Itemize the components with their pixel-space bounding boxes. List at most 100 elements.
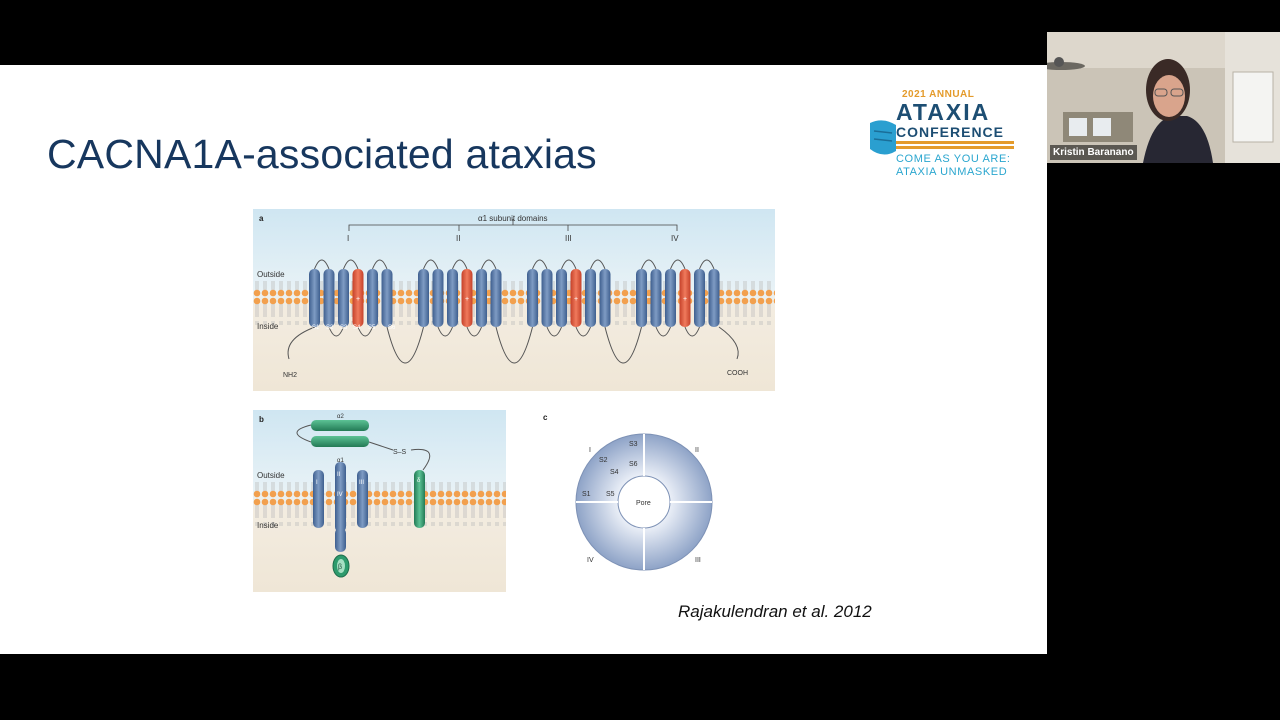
- domain-label-2: II: [456, 234, 460, 243]
- n-terminus-label: NH2: [283, 372, 297, 379]
- charge-plus-sign: +: [465, 296, 469, 303]
- quadrant-label-1: I: [589, 447, 591, 454]
- quadrant-label-2: II: [695, 447, 699, 454]
- panel-b-outside-label: Outside: [257, 471, 285, 480]
- helix-loop: [328, 326, 344, 337]
- ring-segment-s1: S1: [582, 491, 591, 498]
- ring-segment-s2: S2: [599, 457, 608, 464]
- helix-loop: [437, 326, 453, 337]
- transmembrane-helix: [541, 269, 553, 327]
- charge-plus-sign: +: [356, 296, 360, 303]
- transmembrane-helix: [323, 269, 335, 327]
- segment-label-s6: S6: [388, 325, 396, 331]
- transmembrane-helix: [367, 269, 378, 327]
- charge-plus-sign: +: [574, 296, 578, 303]
- transmembrane-helix: [432, 269, 444, 327]
- segment-label-s5: S5: [368, 325, 376, 331]
- transmembrane-helix: [490, 269, 502, 327]
- domains-label: α1 subunit domains: [478, 214, 548, 223]
- transmembrane-helix: [418, 269, 429, 327]
- figure-panel-b: b α2 S–S Outside Inside α1 I II IV III δ…: [253, 410, 506, 592]
- subunit-numeral-3: III: [359, 480, 364, 486]
- presentation-slide: CACNA1A-associated ataxias 2021 ANNUAL A…: [0, 65, 1047, 654]
- logo-tagline-2: ATAXIA UNMASKED: [896, 166, 1008, 178]
- ring-segment-s5: S5: [606, 491, 615, 498]
- beta-label: β: [338, 564, 342, 571]
- participant-video-tile[interactable]: Kristin Baranano: [1047, 32, 1280, 163]
- logo-bar: [896, 146, 1014, 149]
- logo-bar: [896, 141, 1014, 144]
- logo-word-conference: CONFERENCE: [896, 124, 1005, 140]
- helix-loop: [699, 259, 715, 270]
- subunit-numeral-2: II: [337, 472, 341, 478]
- disulfide-label: S–S: [393, 449, 407, 456]
- helix-loop: [670, 259, 686, 270]
- panel-a-letter: a: [259, 214, 264, 223]
- segment-label-s3: S3: [340, 325, 348, 331]
- panel-c-letter: c: [543, 413, 548, 422]
- transmembrane-helix: [476, 269, 487, 327]
- alpha1-label: α1: [337, 458, 344, 464]
- transmembrane-helix: [527, 269, 538, 327]
- c-terminus-label: COOH: [727, 370, 748, 377]
- voltage-sensor-helix: [461, 269, 473, 327]
- helix-loop: [452, 259, 468, 270]
- helix-loop: [546, 326, 562, 337]
- outside-label: Outside: [257, 270, 285, 279]
- helix-loop: [561, 259, 577, 270]
- helix-loop: [357, 326, 373, 337]
- subunit-numeral-4: IV: [337, 492, 343, 498]
- helix-loop: [590, 259, 606, 270]
- helix-loop: [532, 259, 548, 270]
- helix-loop: [575, 326, 591, 337]
- ring-segment-s4: S4: [610, 469, 619, 476]
- ring-segment-s3: S3: [629, 441, 638, 448]
- voltage-sensor-helix: [570, 269, 582, 327]
- interdomain-linker: [495, 326, 533, 364]
- pore-label: Pore: [636, 500, 651, 507]
- inside-label: Inside: [257, 322, 279, 331]
- transmembrane-helix: [338, 269, 349, 327]
- domain-label-1: I: [347, 234, 349, 243]
- transmembrane-helix: [447, 269, 458, 327]
- transmembrane-helix: [665, 269, 676, 327]
- segment-label-s2: S2: [326, 325, 334, 331]
- logo-year: 2021 ANNUAL: [902, 89, 975, 100]
- helix-loop: [684, 326, 700, 337]
- quadrant-label-4: IV: [587, 557, 594, 564]
- conference-logo: 2021 ANNUAL ATAXIA CONFERENCE COME AS YO…: [866, 89, 1018, 181]
- transmembrane-helix: [556, 269, 567, 327]
- figure-panel-a: a α1 subunit domains I II III IV Outside…: [253, 209, 775, 391]
- helix-loop: [423, 259, 439, 270]
- logo-word-ataxia: ATAXIA: [896, 99, 991, 125]
- alpha2-label: α2: [337, 414, 344, 420]
- face-mask-icon: [870, 120, 896, 155]
- domain-helices: + + + +: [309, 259, 720, 364]
- transmembrane-helix: [636, 269, 647, 327]
- panel-b-inside-label: Inside: [257, 521, 279, 530]
- charge-plus-sign: +: [683, 296, 687, 303]
- helix-loop: [343, 259, 359, 270]
- transmembrane-helix: [694, 269, 705, 327]
- helix-loop: [466, 326, 482, 337]
- transmembrane-helix: [708, 269, 720, 327]
- participant-name-label: Kristin Baranano: [1050, 145, 1137, 160]
- interdomain-linker: [604, 326, 642, 364]
- transmembrane-helix: [309, 269, 320, 327]
- transmembrane-helix: [599, 269, 611, 327]
- domain-label-3: III: [565, 234, 572, 243]
- quadrant-label-3: III: [695, 557, 701, 564]
- interdomain-linker: [386, 326, 424, 364]
- helix-loop: [655, 326, 671, 337]
- helix-loop: [314, 259, 330, 270]
- segment-label-s4: S4: [353, 325, 361, 331]
- figure-panel-c: c I II III IV S3 S2 S6 S4 S1 S5 Pore: [543, 413, 713, 571]
- voltage-sensor-helix: [679, 269, 691, 327]
- slide-title: CACNA1A-associated ataxias: [47, 131, 597, 177]
- transmembrane-helix: [585, 269, 596, 327]
- participant-video-feed: [1047, 32, 1280, 163]
- helix-loop: [641, 259, 657, 270]
- domain-label-4: IV: [671, 234, 679, 243]
- ring-segment-s6: S6: [629, 461, 638, 468]
- subunit-numeral-1: I: [316, 480, 318, 486]
